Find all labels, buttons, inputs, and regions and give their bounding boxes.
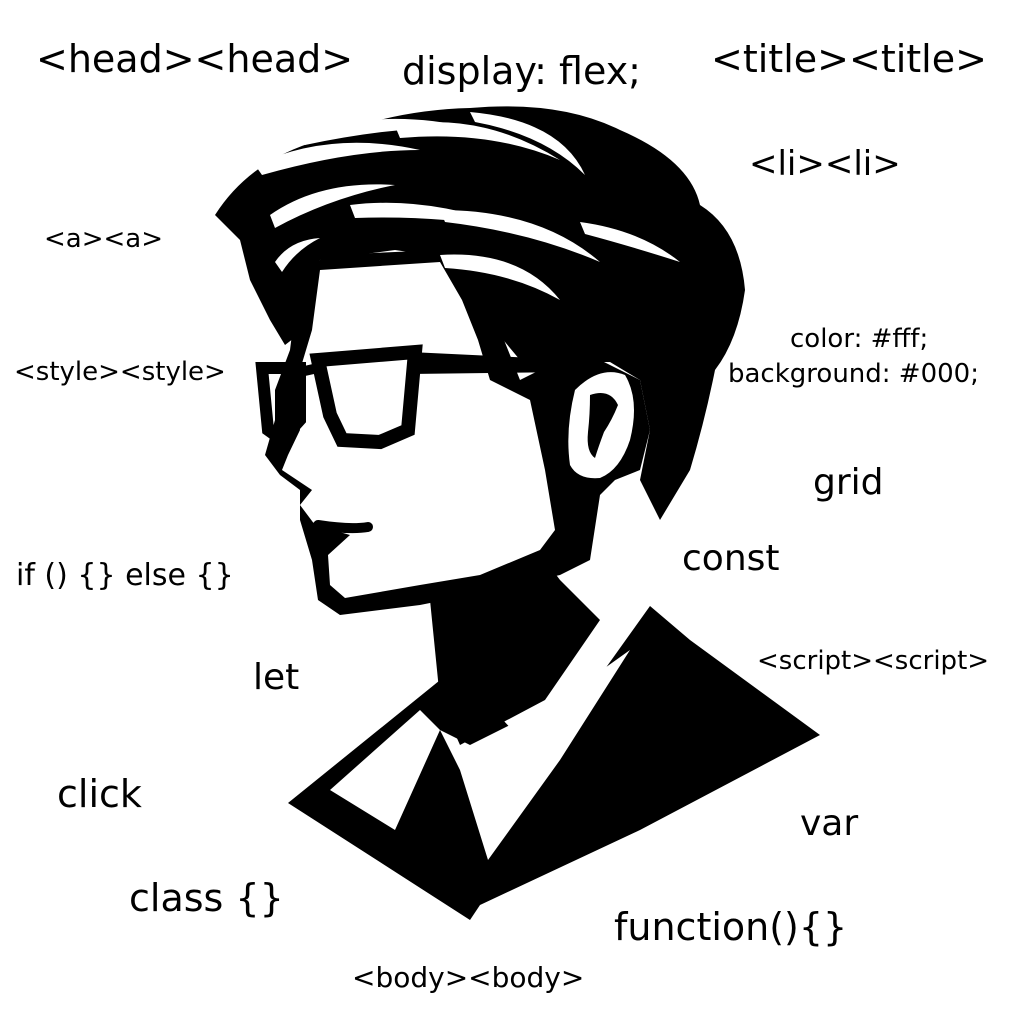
hair <box>215 106 745 520</box>
hair-strand <box>470 112 585 175</box>
code-word-body-tags: <body><body> <box>352 961 585 994</box>
glasses-bridge <box>298 363 320 377</box>
code-word-head-tags: <head><head> <box>36 37 354 81</box>
hair-strand <box>580 222 680 262</box>
hair-strand <box>275 238 320 272</box>
collar-left-fold <box>330 710 440 830</box>
code-word-class-block: class {} <box>129 876 284 920</box>
code-word-let: let <box>253 657 300 698</box>
glasses-lens-right <box>309 344 423 450</box>
face <box>282 262 555 598</box>
hair-strand <box>440 210 600 262</box>
code-word-function-block: function(){} <box>614 905 848 949</box>
code-word-style-tags: <style><style> <box>14 357 226 387</box>
shirt-collar <box>440 650 630 860</box>
code-word-var: var <box>800 803 859 844</box>
code-word-title-tags: <title><title> <box>711 37 987 81</box>
code-word-grid: grid <box>813 462 884 503</box>
code-word-a-tags: <a><a> <box>44 224 164 254</box>
code-word-script-tags: <script><script> <box>757 646 990 676</box>
ear-inner <box>587 392 618 458</box>
code-word-background-rule: background: #000; <box>728 359 979 389</box>
hair-strand <box>255 142 420 175</box>
code-word-li-tags: <li><li> <box>749 144 901 184</box>
code-word-click: click <box>57 772 142 816</box>
neck <box>430 560 600 745</box>
hair-strand <box>440 254 560 300</box>
glasses-lens-left <box>255 362 306 448</box>
code-word-display-flex: display: flex; <box>402 49 641 93</box>
code-word-const: const <box>682 538 780 579</box>
hair-strand <box>395 122 560 160</box>
mouth-line <box>313 520 373 534</box>
code-word-if-else: if () {} else {} <box>16 558 234 593</box>
hair-strand <box>270 184 395 228</box>
code-word-color-rule: color: #fff; <box>790 324 929 354</box>
glasses-temple <box>410 352 575 374</box>
